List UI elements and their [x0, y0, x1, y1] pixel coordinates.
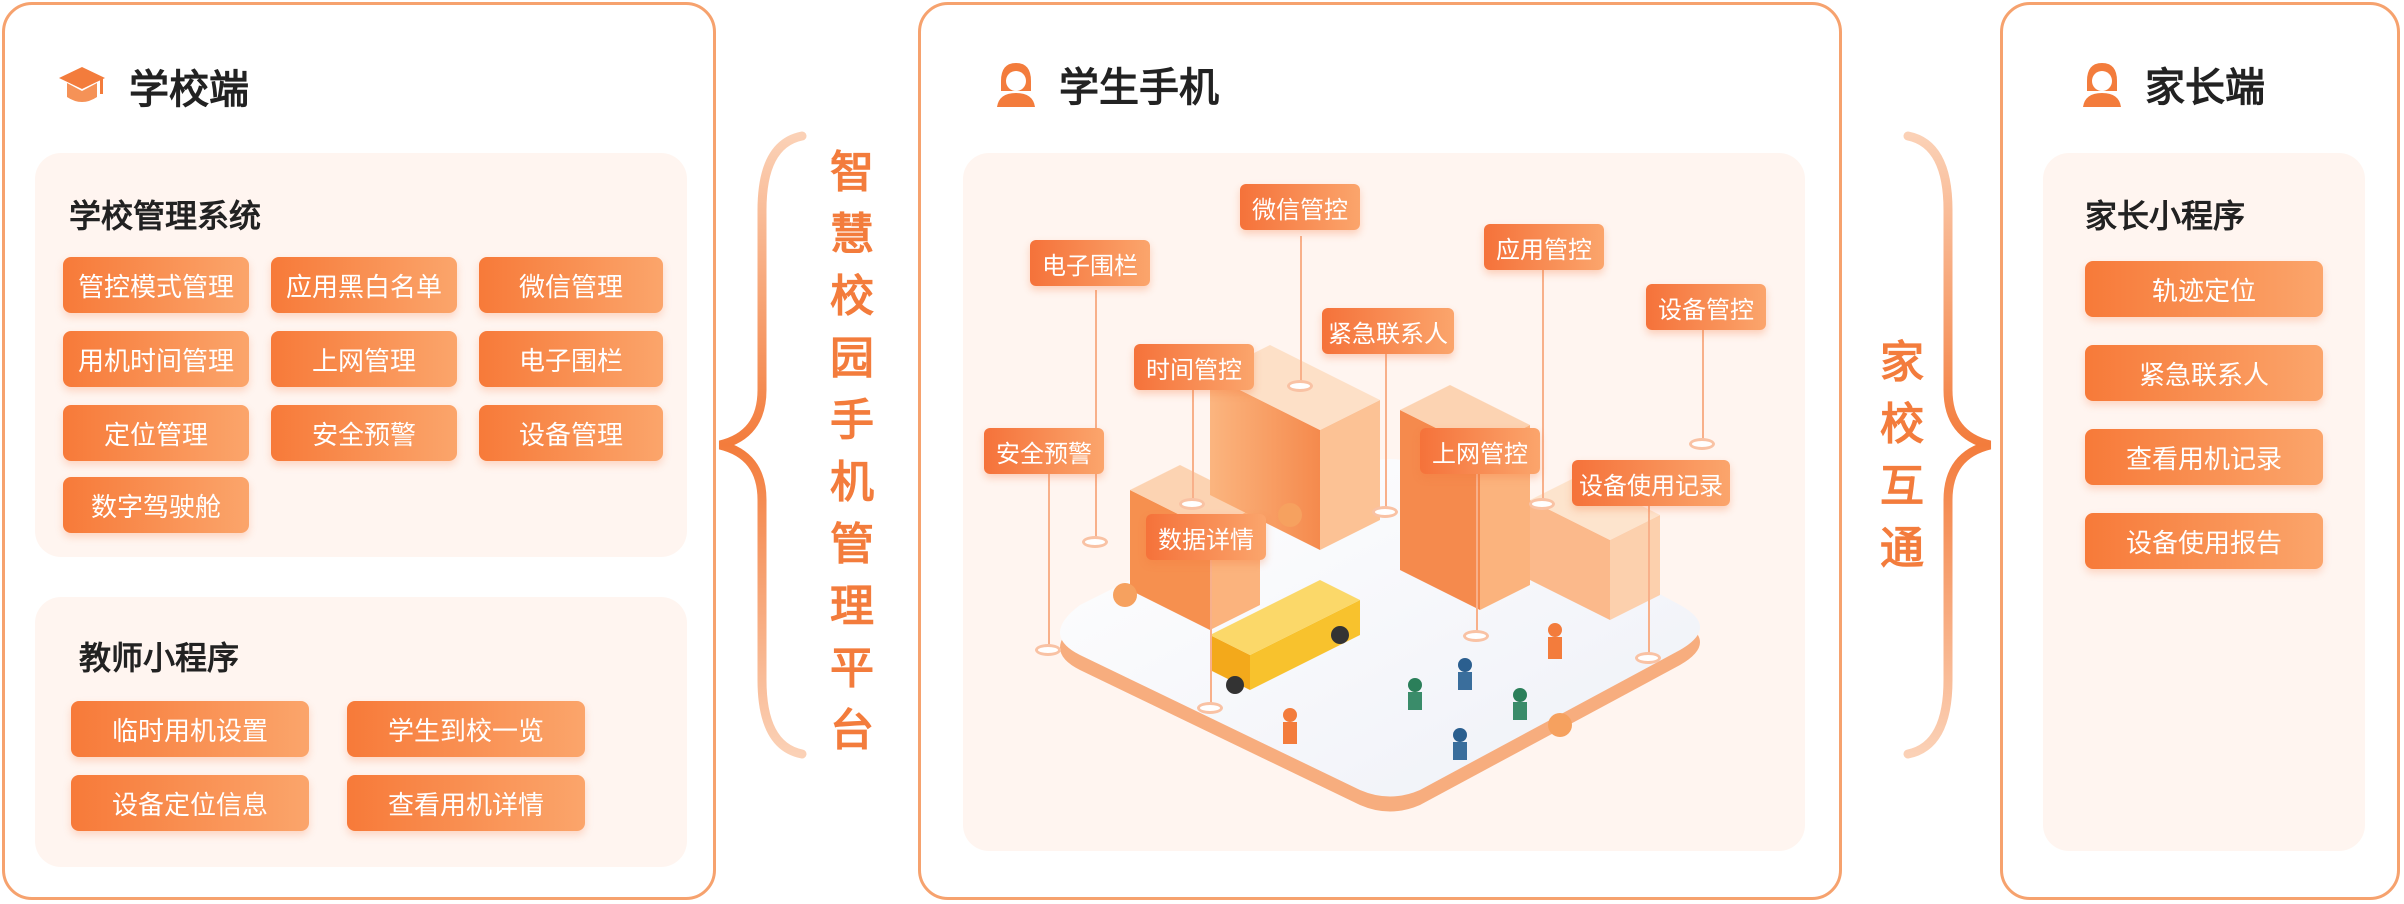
tag-time[interactable]: 时间管控	[1134, 344, 1254, 390]
parent-title-text: 家长端	[2145, 66, 2265, 110]
system-item-alert[interactable]: 安全预警	[271, 405, 457, 461]
student-panel-title: 学生手机	[995, 55, 1219, 113]
school-title-text: 学校端	[129, 68, 249, 112]
tag-anchor-dot	[1287, 380, 1313, 392]
platform-char: 平	[830, 644, 874, 693]
parent-mini-card: 家长小程序 轨迹定位 紧急联系人 查看用机记录 设备使用报告	[2043, 153, 2365, 851]
tag-alert[interactable]: 安全预警	[984, 428, 1104, 474]
system-item-fence[interactable]: 电子围栏	[479, 331, 663, 387]
teacher-title: 教师小程序	[79, 640, 240, 676]
home-school-char: 互	[1880, 462, 1924, 511]
home-school-char: 家	[1880, 338, 1924, 387]
tag-anchor-dot	[1179, 498, 1205, 510]
parent-avatar-icon	[2083, 63, 2121, 107]
parent-panel-title: 家长端	[2081, 55, 2265, 113]
parent-item-track[interactable]: 轨迹定位	[2085, 261, 2323, 317]
left-brace	[718, 131, 807, 759]
platform-char: 机	[830, 458, 874, 507]
parent-mini-title: 家长小程序	[2085, 198, 2246, 234]
platform-char: 校	[830, 272, 874, 321]
platform-char: 园	[830, 334, 874, 383]
parent-item-emergency[interactable]: 紧急联系人	[2085, 345, 2323, 401]
student-avatar-icon	[997, 63, 1035, 107]
teacher-item-usage[interactable]: 查看用机详情	[347, 775, 585, 831]
tag-anchor-dot	[1035, 644, 1061, 656]
system-item-web[interactable]: 上网管理	[271, 331, 457, 387]
tag-stem	[1300, 236, 1302, 384]
tag-stem	[1476, 474, 1478, 634]
teacher-card: 教师小程序 临时用机设置 学生到校一览 设备定位信息 查看用机详情	[35, 597, 687, 867]
tag-anchor-dot	[1635, 652, 1661, 664]
student-title-text: 学生手机	[1059, 66, 1219, 110]
school-panel-title: 学校端	[57, 57, 249, 115]
tag-stem	[1702, 330, 1704, 442]
tag-data-detail[interactable]: 数据详情	[1146, 514, 1266, 560]
tag-anchor-dot	[1463, 630, 1489, 642]
platform-char: 理	[830, 582, 874, 631]
tag-app[interactable]: 应用管控	[1484, 224, 1604, 270]
platform-char: 管	[830, 520, 874, 569]
tag-web[interactable]: 上网管控	[1420, 428, 1540, 474]
parent-item-usage-record[interactable]: 查看用机记录	[2085, 429, 2323, 485]
teacher-item-temp[interactable]: 临时用机设置	[71, 701, 309, 757]
tag-stem	[1048, 474, 1050, 648]
parent-item-report[interactable]: 设备使用报告	[2085, 513, 2323, 569]
tag-stem	[1192, 390, 1194, 502]
platform-char: 慧	[830, 210, 874, 259]
tag-stem	[1210, 560, 1212, 706]
system-item-device[interactable]: 设备管理	[479, 405, 663, 461]
school-panel: 学校端 学校管理系统 管控模式管理 应用黑白名单 微信管理 用机时间管理 上网管…	[2, 2, 716, 900]
teacher-item-location[interactable]: 设备定位信息	[71, 775, 309, 831]
platform-char: 台	[830, 706, 874, 755]
tag-anchor-dot	[1197, 702, 1223, 714]
tag-emergency[interactable]: 紧急联系人	[1322, 308, 1454, 354]
graduation-cap-icon	[59, 67, 105, 102]
right-brace	[1903, 131, 1992, 759]
platform-char: 智	[830, 148, 874, 197]
tag-anchor-dot	[1689, 438, 1715, 450]
tag-device[interactable]: 设备管控	[1646, 284, 1766, 330]
system-item-time[interactable]: 用机时间管理	[63, 331, 249, 387]
platform-char: 手	[830, 396, 874, 445]
parent-panel: 家长端 家长小程序 轨迹定位 紧急联系人 查看用机记录 设备使用报告	[2000, 2, 2400, 900]
system-item-mode[interactable]: 管控模式管理	[63, 257, 249, 313]
tag-usage-record[interactable]: 设备使用记录	[1572, 460, 1730, 506]
tag-stem	[1095, 290, 1097, 540]
teacher-item-arrival[interactable]: 学生到校一览	[347, 701, 585, 757]
system-item-location[interactable]: 定位管理	[63, 405, 249, 461]
system-item-cockpit[interactable]: 数字驾驶舱	[63, 477, 249, 533]
tag-wechat[interactable]: 微信管控	[1240, 184, 1360, 230]
tag-stem	[1648, 506, 1650, 654]
tag-anchor-dot	[1372, 506, 1398, 518]
school-system-card: 学校管理系统 管控模式管理 应用黑白名单 微信管理 用机时间管理 上网管理 电子…	[35, 153, 687, 557]
home-school-char: 通	[1880, 524, 1924, 573]
platform-label: 智 慧 校 园 手 机 管 理 平 台	[824, 142, 880, 762]
system-item-wechat[interactable]: 微信管理	[479, 257, 663, 313]
tag-stem	[1542, 266, 1544, 502]
tag-fence[interactable]: 电子围栏	[1030, 240, 1150, 286]
tag-anchor-dot	[1082, 536, 1108, 548]
school-system-title: 学校管理系统	[69, 198, 262, 234]
tag-stem	[1385, 354, 1387, 510]
tag-anchor-dot	[1529, 498, 1555, 510]
home-school-char: 校	[1880, 400, 1924, 449]
system-item-app-list[interactable]: 应用黑白名单	[271, 257, 457, 313]
home-school-label: 家 校 互 通	[1874, 332, 1930, 580]
